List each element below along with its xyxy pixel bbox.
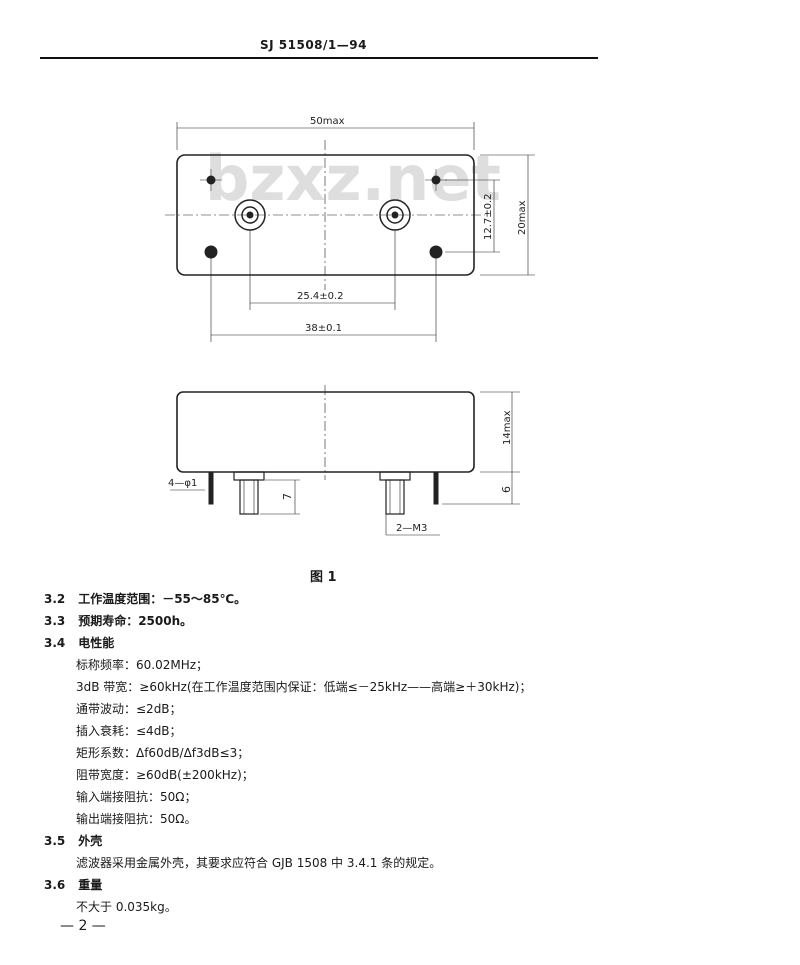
electrical-spec-line: 输出端接阻抗：50Ω。: [76, 812, 197, 826]
top-view: [165, 122, 535, 342]
section-3-6-body: 不大于 0.035kg。: [76, 900, 177, 914]
dim-pin-diameter: 4—φ1: [168, 478, 197, 489]
electrical-spec-line: 通带波动：≤2dB；: [76, 702, 182, 716]
section-number: 3.4: [44, 636, 66, 650]
electrical-spec-line: 插入衰耗：≤4dB；: [76, 724, 182, 738]
section-number: 3.6: [44, 878, 66, 892]
dim-height-14max: 14max: [502, 410, 513, 445]
electrical-spec-line: 阻带宽度：≥60dB(±200kHz)；: [76, 768, 254, 782]
document-code-header: SJ 51508/1—94: [260, 38, 367, 52]
dim-spacing-12-7: 12.7±0.2: [483, 193, 494, 240]
page-number: — 2 —: [60, 918, 106, 934]
section-title: 工作温度范围：－55～85℃。: [78, 592, 247, 606]
electrical-spec-line: 矩形系数：Δf60dB/Δf3dB≤3；: [76, 746, 250, 760]
section-3-6: 3.6 重量: [44, 876, 102, 893]
electrical-spec-line: 3dB 带宽：≥60kHz(在工作温度范围内保证：低端≤－25kHz——高端≥＋…: [76, 680, 532, 694]
side-view-body: [176, 391, 475, 473]
section-number: 3.5: [44, 834, 66, 848]
watermark: bzxz.net: [205, 142, 501, 215]
section-title: 预期寿命：2500h。: [78, 614, 193, 628]
section-title: 重量: [78, 878, 103, 892]
section-title: 电性能: [78, 636, 115, 650]
section-title: 外壳: [78, 834, 103, 848]
dim-height-20max: 20max: [517, 200, 528, 235]
section-3-5-body: 滤波器采用金属外壳，其要求应符合 GJB 1508 中 3.4.1 条的规定。: [76, 856, 442, 870]
figure-caption: 图 1: [310, 570, 337, 585]
dim-spacing-25-4: 25.4±0.2: [297, 291, 344, 302]
technical-drawing: bzxz.net: [165, 116, 535, 536]
section-3-2: 3.2 工作温度范围：－55～85℃。: [44, 590, 246, 607]
section-3-4: 3.4 电性能: [44, 634, 114, 651]
section-number: 3.2: [44, 592, 66, 606]
section-3-5: 3.5 外壳: [44, 832, 102, 849]
section-3-3: 3.3 预期寿命：2500h。: [44, 612, 192, 629]
dim-stud-length-7: 7: [281, 493, 294, 500]
electrical-spec-line: 输入端接阻抗：50Ω；: [76, 790, 197, 804]
electrical-spec-line: 标称频率：60.02MHz；: [76, 658, 209, 672]
dim-width-50max: 50max: [310, 116, 345, 127]
section-number: 3.3: [44, 614, 66, 628]
dim-spacing-38: 38±0.1: [305, 323, 342, 334]
header-rule: [40, 57, 598, 59]
side-view: [170, 385, 520, 536]
dim-pin-length-6: 6: [500, 486, 513, 493]
dim-stud-thread: 2—M3: [396, 523, 427, 534]
